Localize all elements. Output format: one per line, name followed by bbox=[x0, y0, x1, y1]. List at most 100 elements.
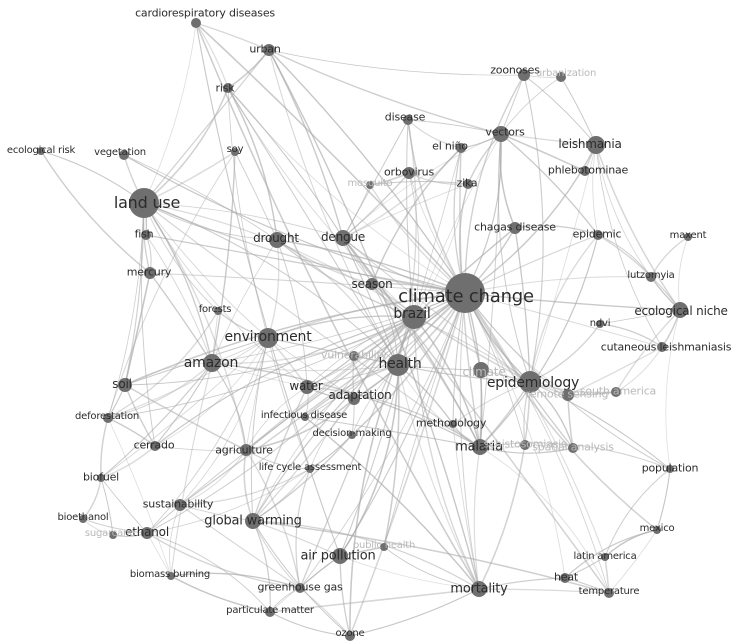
edge-ecological-niche--south-america bbox=[615, 309, 681, 393]
node-phlebotominae[interactable] bbox=[580, 166, 590, 176]
node-chagas-disease[interactable] bbox=[509, 222, 521, 234]
node-climate-change[interactable] bbox=[445, 273, 485, 313]
node-orbovirus[interactable] bbox=[403, 167, 415, 179]
node-public-health[interactable] bbox=[380, 543, 388, 551]
node-el-ni-o[interactable] bbox=[456, 143, 466, 153]
edge-vegetation--climate-change bbox=[123, 154, 466, 294]
edge-vectors--malaria bbox=[479, 133, 502, 448]
edge-population--mexico bbox=[656, 468, 671, 531]
node-agriculture[interactable] bbox=[240, 444, 252, 456]
node-zoonoses[interactable] bbox=[518, 69, 530, 81]
node-cutaneous-leishmaniasis[interactable] bbox=[657, 342, 667, 352]
node-spatial-analysis[interactable] bbox=[568, 443, 578, 453]
node-mercury[interactable] bbox=[144, 267, 156, 279]
edge-brazil--amazon bbox=[211, 316, 415, 365]
edge-dengue--malaria bbox=[342, 237, 481, 448]
edge-cardiorespiratory-diseases--risk bbox=[195, 22, 229, 89]
node-south-america[interactable] bbox=[611, 387, 621, 397]
edge-infectious-disease--malaria bbox=[304, 416, 481, 448]
node-lutzomyia[interactable] bbox=[646, 272, 656, 282]
node-malaria[interactable] bbox=[472, 439, 488, 455]
node-sugarcane[interactable] bbox=[109, 531, 117, 539]
edge-cardiorespiratory-diseases--air-pollution bbox=[195, 22, 341, 557]
node-ecological-niche[interactable] bbox=[672, 302, 688, 318]
node-urbanization[interactable] bbox=[556, 72, 566, 82]
node-maxent[interactable] bbox=[684, 233, 692, 241]
node-particulate-matter[interactable] bbox=[265, 607, 275, 617]
node-urban[interactable] bbox=[263, 44, 275, 56]
node-mexico[interactable] bbox=[653, 526, 661, 534]
edge-zika--mosquito bbox=[369, 180, 469, 186]
edge-air-pollution--particulate-matter bbox=[269, 555, 341, 613]
node-temperature[interactable] bbox=[604, 588, 614, 598]
node-zika[interactable] bbox=[463, 179, 473, 189]
node-infectious-disease[interactable] bbox=[301, 413, 309, 421]
node-vectors[interactable] bbox=[493, 126, 509, 142]
node-amazon[interactable] bbox=[203, 354, 221, 372]
edge-mexico--heat bbox=[564, 529, 658, 579]
edge-cardiorespiratory-diseases--urban bbox=[195, 22, 270, 51]
node-latin-america[interactable] bbox=[601, 553, 609, 561]
node-ndvi[interactable] bbox=[596, 320, 604, 328]
edge-orbovirus--dengue bbox=[342, 172, 410, 239]
node-heat[interactable] bbox=[560, 573, 570, 583]
node-soil[interactable] bbox=[118, 378, 132, 392]
edge-zoonoses--climate-change bbox=[464, 74, 525, 294]
node-sustainability[interactable] bbox=[174, 499, 186, 511]
node-label-urbanization: urbanization bbox=[535, 68, 597, 79]
node-ozone[interactable] bbox=[345, 631, 355, 641]
edge-water--global-warming bbox=[252, 386, 308, 522]
node-environment[interactable] bbox=[258, 328, 278, 348]
edge-leishmania--epidemic bbox=[592, 144, 599, 236]
node-health[interactable] bbox=[387, 354, 409, 376]
node-life-cycle-assessment[interactable] bbox=[306, 465, 314, 473]
node-season[interactable] bbox=[366, 278, 378, 290]
node-soy[interactable] bbox=[231, 148, 239, 156]
node-cardiorespiratory-diseases[interactable] bbox=[191, 18, 201, 28]
node-biofuel[interactable] bbox=[97, 474, 105, 482]
node-schistosomiasis[interactable] bbox=[520, 440, 530, 450]
node-epidemiology[interactable] bbox=[519, 371, 541, 393]
edge-malaria--temperature bbox=[479, 446, 610, 594]
node-risk[interactable] bbox=[223, 83, 233, 93]
node-drought[interactable] bbox=[269, 232, 285, 248]
edge-climate-change--ozone bbox=[349, 292, 466, 637]
node-ecological-risk[interactable] bbox=[37, 147, 45, 155]
edge-vectors--leishmania bbox=[500, 133, 597, 146]
node-ethanol[interactable] bbox=[141, 527, 153, 539]
node-climate[interactable] bbox=[473, 362, 489, 378]
edge-life-cycle-assessment--ethanol bbox=[146, 468, 311, 534]
node-remote-sensing[interactable] bbox=[562, 389, 574, 401]
edge-population--latin-america bbox=[604, 468, 671, 558]
node-mortality[interactable] bbox=[471, 581, 487, 597]
node-air-pollution[interactable] bbox=[332, 548, 348, 564]
node-bioethanol[interactable] bbox=[79, 515, 87, 523]
node-epidemic[interactable] bbox=[593, 230, 603, 240]
node-deforestation[interactable] bbox=[103, 413, 113, 423]
edge-mortality--heat bbox=[478, 577, 566, 590]
node-land-use[interactable] bbox=[129, 188, 159, 218]
node-population[interactable] bbox=[666, 465, 674, 473]
node-methodology[interactable] bbox=[449, 420, 457, 428]
edge-bioethanol--ethanol bbox=[82, 518, 148, 534]
node-mosquito[interactable] bbox=[366, 181, 374, 189]
edge-land-use--malaria bbox=[143, 202, 481, 448]
node-leishmania[interactable] bbox=[587, 136, 605, 154]
edge-environment--sustainability bbox=[179, 337, 269, 506]
node-vegetation[interactable] bbox=[119, 150, 129, 160]
node-vulnerability[interactable] bbox=[349, 351, 359, 361]
node-dengue[interactable] bbox=[335, 230, 351, 246]
node-forests[interactable] bbox=[214, 307, 222, 315]
node-disease[interactable] bbox=[403, 115, 413, 125]
node-global-warming[interactable] bbox=[245, 513, 261, 529]
node-brazil[interactable] bbox=[402, 305, 426, 329]
node-fish[interactable] bbox=[141, 230, 151, 240]
node-adaptation[interactable] bbox=[348, 393, 360, 405]
node-biomass-burning[interactable] bbox=[167, 572, 175, 580]
edge-drought--water bbox=[276, 239, 308, 388]
node-decision-making[interactable] bbox=[348, 431, 356, 439]
node-water[interactable] bbox=[300, 380, 314, 394]
node-cerrado[interactable] bbox=[150, 441, 160, 451]
node-greenhouse-gas[interactable] bbox=[295, 583, 305, 593]
